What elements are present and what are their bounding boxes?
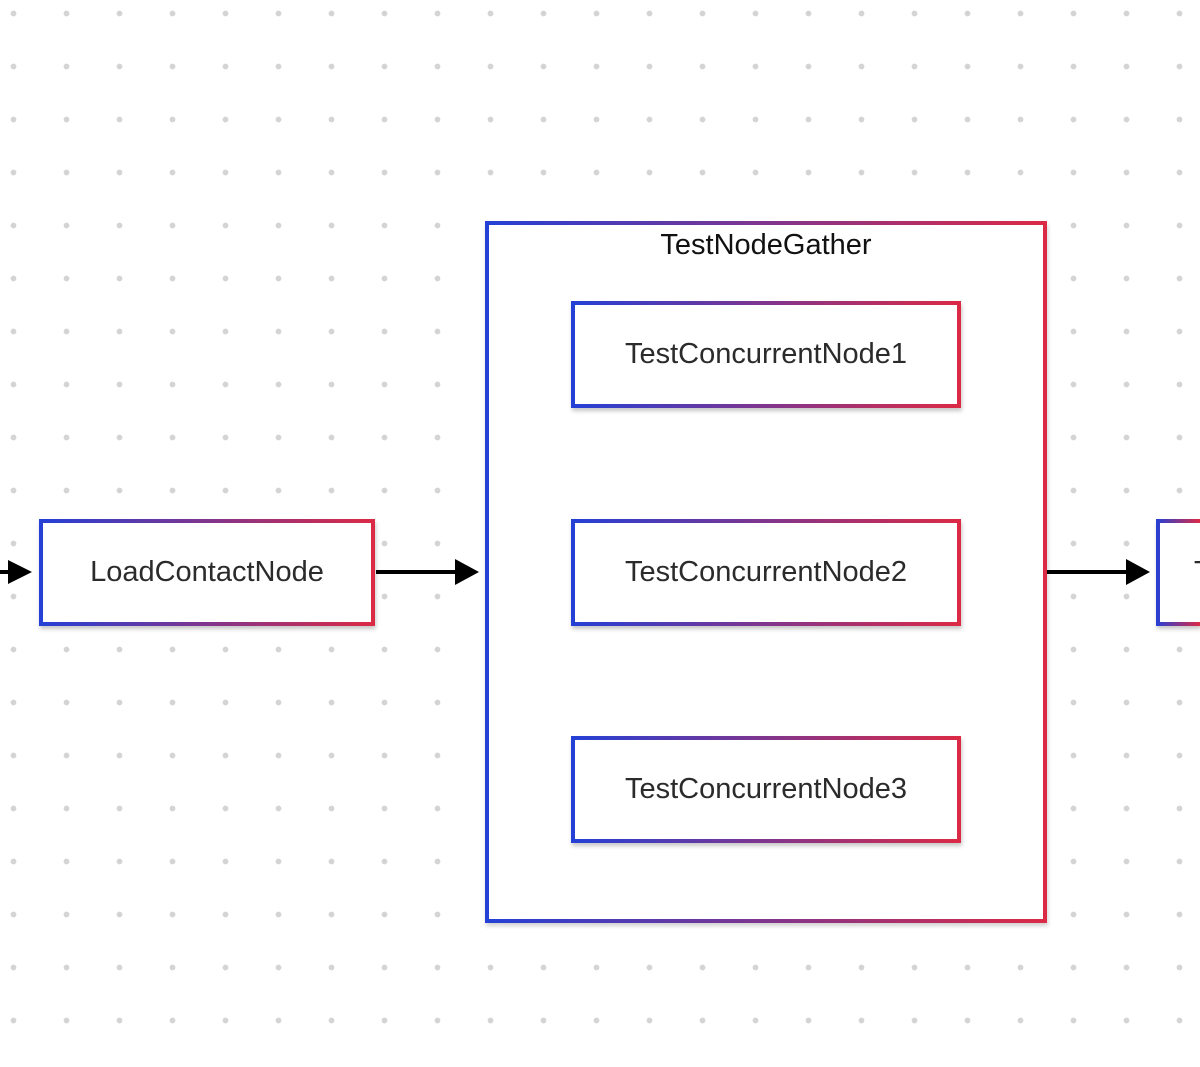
node-label: TestConcurrentNode3 (624, 773, 908, 805)
node-next-partial[interactable]: T (1156, 519, 1200, 626)
arrowhead-icon (455, 559, 479, 585)
edge-incoming[interactable] (0, 560, 32, 584)
edge-gather-to-next[interactable] (1047, 559, 1150, 585)
node-load-contact[interactable]: LoadContactNode (39, 519, 375, 626)
node-test-concurrent-2[interactable]: TestConcurrentNode2 (571, 519, 961, 626)
arrowhead-icon (1126, 559, 1150, 585)
node-test-concurrent-3[interactable]: TestConcurrentNode3 (571, 736, 961, 843)
node-label: TestConcurrentNode2 (624, 556, 908, 588)
node-test-concurrent-1[interactable]: TestConcurrentNode1 (571, 301, 961, 408)
arrowhead-icon (8, 560, 32, 584)
node-label: TestConcurrentNode1 (624, 338, 908, 370)
edge-loadcontact-to-gather[interactable] (376, 559, 479, 585)
group-title: TestNodeGather (660, 229, 872, 261)
node-label: LoadContactNode (90, 556, 324, 588)
node-label: T (1194, 556, 1200, 589)
